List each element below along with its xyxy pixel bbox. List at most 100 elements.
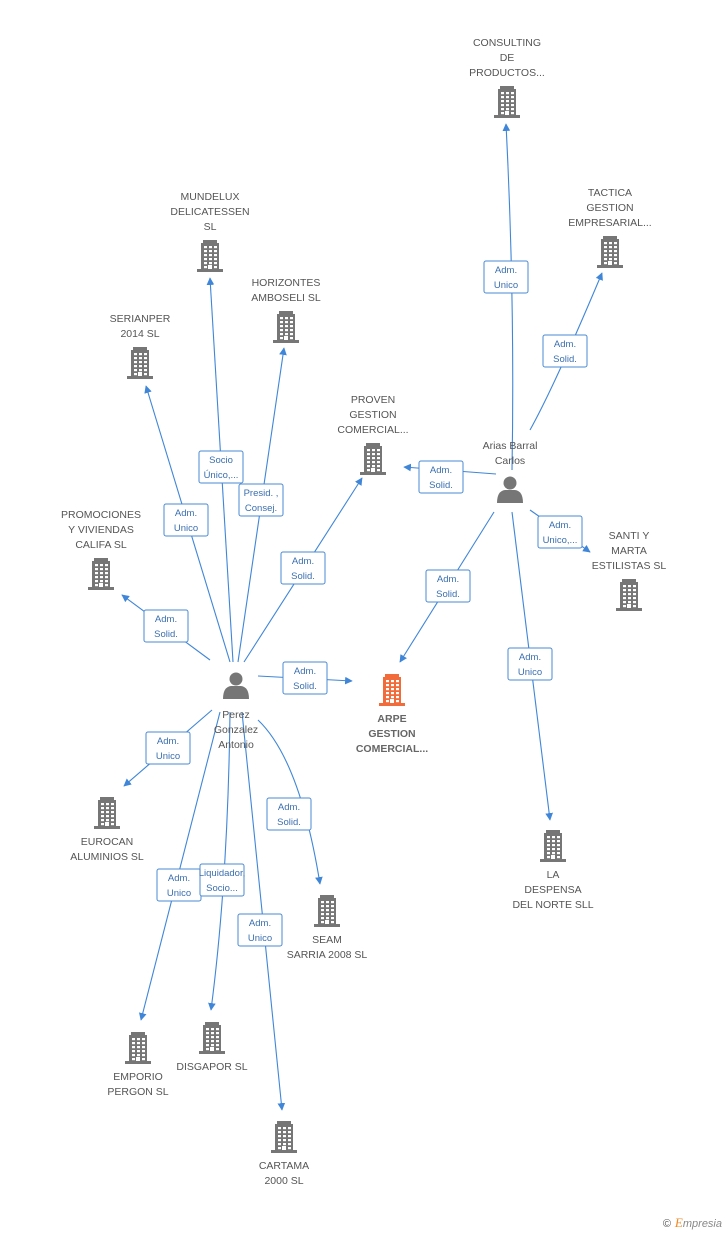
edge-label-box — [199, 863, 245, 897]
edge-label-text: Unico — [518, 667, 542, 678]
edge-arias-tactica — [529, 272, 603, 431]
edge-label-perez-cartama[interactable]: Adm. Unico — [237, 913, 283, 947]
node-label: CALIFA SL — [75, 539, 127, 551]
edge-label-text: Adm. — [554, 339, 576, 350]
edge-label-text: Solid. — [154, 629, 178, 640]
edge-label-arias-santi[interactable]: Adm.Unico,... — [537, 515, 583, 549]
empresia-watermark: ©Empresia — [663, 1215, 722, 1231]
building-icon — [616, 579, 642, 611]
node-label: TACTICA — [588, 187, 632, 199]
edge-label-arias-proven[interactable]: Adm.Solid. — [418, 460, 464, 494]
edge-label-box — [237, 913, 283, 947]
node-label: SARRIA 2008 SL — [287, 949, 368, 961]
node-proven[interactable]: PROVEN GESTION COMERCIAL... — [337, 394, 409, 475]
building-icon — [540, 830, 566, 862]
edge-label-perez-mundelux[interactable]: SocioÚnico,... — [198, 450, 244, 484]
node-label: EUROCAN — [81, 836, 134, 848]
brand-name: mpresia — [682, 1218, 722, 1230]
node-label: 2014 SL — [120, 328, 159, 340]
edge-label-box — [483, 260, 529, 294]
node-label: PROVEN — [351, 394, 395, 406]
edge-label-perez-seam[interactable]: Adm.Solid. — [266, 797, 312, 831]
node-label: PROMOCIONES — [61, 509, 141, 521]
node-label: SANTI Y — [609, 530, 650, 542]
edge-label-text: Adm. — [249, 918, 271, 929]
edge-label-text: Unico,... — [543, 535, 578, 546]
building-icon — [597, 236, 623, 268]
node-cartama[interactable]: CARTAMA 2000 SL — [259, 1121, 309, 1187]
edge-label-arias-despensa[interactable]: Adm.Unico — [507, 647, 553, 681]
node-main[interactable]: ARPEGESTIONCOMERCIAL... — [356, 674, 428, 755]
edge-label-box — [163, 503, 209, 537]
node-label: SL — [204, 221, 217, 233]
node-eurocan[interactable]: EUROCAN ALUMINIOS SL — [70, 797, 144, 863]
edge-label-arias-main[interactable]: Adm.Solid. — [425, 569, 471, 603]
edge-label-box — [280, 551, 326, 585]
edge-label-box — [198, 450, 244, 484]
edge-label-perez-main[interactable]: Adm. Solid. — [282, 661, 328, 695]
node-label: Arias Barral — [483, 440, 538, 452]
edge-label-perez-promociones[interactable]: Adm.Solid. — [143, 609, 189, 643]
edge-label-perez-emporio[interactable]: Adm. Unico — [156, 868, 202, 902]
building-icon — [125, 1032, 151, 1064]
building-icon — [197, 240, 223, 272]
node-label: SEAM — [312, 934, 342, 946]
node-seam[interactable]: SEAM SARRIA 2008 SL — [287, 895, 368, 961]
node-label: Perez — [222, 709, 249, 721]
edge-label-perez-proven[interactable]: Adm.Solid. — [280, 551, 326, 585]
node-label: CONSULTING — [473, 37, 541, 49]
node-label: COMERCIAL... — [337, 424, 408, 436]
node-label: PRODUCTOS... — [469, 67, 545, 79]
node-label: GESTION — [349, 409, 396, 421]
edge-label-perez-disgapor[interactable]: Liquidador,Socio... — [199, 863, 245, 897]
edge-label-box — [266, 797, 312, 831]
node-disgapor[interactable]: DISGAPOR SL — [176, 1022, 248, 1073]
edge-label-box — [425, 569, 471, 603]
edge-label-box — [282, 661, 328, 695]
edge-label-arias-consulting[interactable]: Adm.Unico — [483, 260, 529, 294]
node-label: ALUMINIOS SL — [70, 851, 144, 863]
building-icon — [494, 86, 520, 118]
edge-label-arias-tactica[interactable]: Adm.Solid. — [542, 334, 588, 368]
building-icon — [271, 1121, 297, 1153]
edge-label-text: Solid. — [436, 589, 460, 600]
edge-label-text: Solid. — [277, 817, 301, 828]
edge-label-perez-horizontes[interactable]: Presid. ,Consej. — [238, 483, 284, 517]
node-label: COMERCIAL... — [356, 743, 428, 755]
edges-layer — [121, 123, 603, 1111]
node-label: Gonzalez — [214, 724, 258, 736]
node-tactica[interactable]: TACTICAGESTIONEMPRESARIAL... — [568, 187, 652, 268]
edge-label-perez-serianper[interactable]: Adm.Unico — [163, 503, 209, 537]
edge-label-perez-eurocan[interactable]: Adm.Unico — [145, 731, 191, 765]
node-label: EMPORIO — [113, 1071, 163, 1083]
node-label: 2000 SL — [264, 1175, 303, 1187]
node-consulting[interactable]: CONSULTINGDEPRODUCTOS... — [469, 37, 545, 118]
node-label: LA — [547, 869, 560, 881]
node-label: CARTAMA — [259, 1160, 309, 1172]
copyright-symbol: © — [662, 1218, 671, 1230]
edge-label-text: Unico — [248, 933, 272, 944]
edge-label-text: Unico — [167, 888, 191, 899]
edge-label-text: Adm. — [168, 873, 190, 884]
building-icon — [88, 558, 114, 590]
building-icon — [94, 797, 120, 829]
building-icon — [360, 443, 386, 475]
node-label: DESPENSA — [524, 884, 581, 896]
building-icon — [199, 1022, 225, 1054]
brand-initial: E — [674, 1215, 683, 1230]
building-icon — [379, 674, 405, 706]
edge-label-text: Adm. — [294, 666, 316, 677]
node-label: Carlos — [495, 455, 525, 467]
edge-label-text: Solid. — [293, 681, 317, 692]
edge-label-text: Socio... — [206, 883, 238, 894]
node-label: AMBOSELI SL — [251, 292, 321, 304]
